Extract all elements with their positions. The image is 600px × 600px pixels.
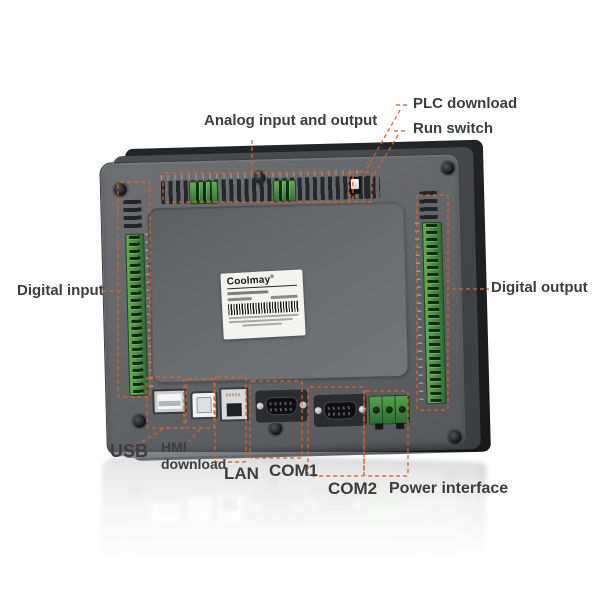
left-vent-slots [123,199,143,231]
device: Coolmay® [99,139,491,461]
corner-screw [113,183,128,197]
run-switch [348,176,362,195]
analog-terminal-block-1 [188,180,219,205]
corner-screw [441,161,455,175]
callout-com2: COM2 [328,479,378,498]
usb-a-port [152,388,187,415]
callout-power-interface: Power interface [389,480,509,497]
com2-port [312,392,369,429]
run-switch-knob [350,178,360,190]
analog-terminal-block-2 [272,179,297,203]
bottom-screw [269,422,283,436]
callout-hmi-line1: HMI [161,439,187,455]
corner-screw [132,414,147,428]
center-panel: Coolmay® [147,201,408,383]
callout-hmi-line2: download [161,455,227,472]
callout-hmi-download: HMI download [161,439,226,473]
fine-print-line [241,322,283,327]
device-label-sticker: Coolmay® [220,269,306,340]
com1-port [254,388,310,424]
rear-cover: Coolmay® [99,153,467,457]
callout-digital-input: Digital input [17,282,104,299]
usb-b-port-hmi-download [190,390,218,420]
callout-digital-output: Digital output [491,279,588,296]
brand-logo: Coolmay® [227,273,298,290]
reflection-fade [0,452,600,600]
callout-run-switch: Run switch [413,120,494,137]
digital-output-terminal [421,221,447,405]
lan-port [219,386,250,422]
corner-screw [448,430,462,444]
right-vent-slots [419,190,438,220]
power-terminal [368,394,411,430]
model-text-line [227,290,269,296]
callout-usb: USB [110,441,149,461]
callout-lan: LAN [224,464,259,483]
callout-plc-download: PLC download [413,95,518,112]
fine-print-line [228,318,294,324]
barcode [227,300,299,316]
callout-com1: COM1 [269,461,319,480]
callout-analog-io: Analog input and output [204,112,378,129]
plc-download-port-slots [363,176,381,199]
